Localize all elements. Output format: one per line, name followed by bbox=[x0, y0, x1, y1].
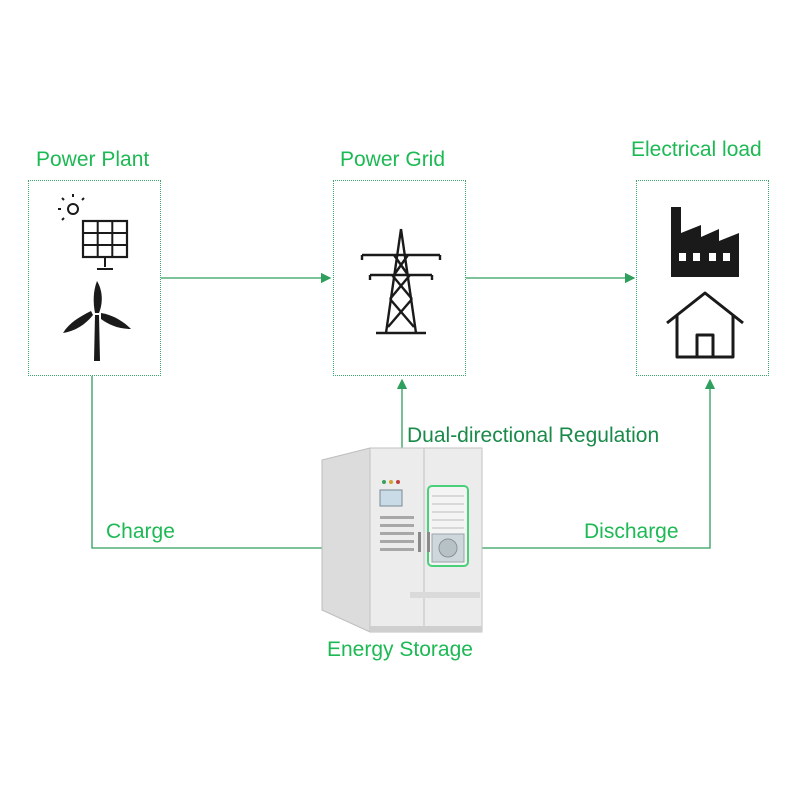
electrical-load-label: Electrical load bbox=[631, 138, 762, 161]
wind-turbine-icon bbox=[63, 281, 131, 361]
house-icon bbox=[666, 291, 744, 359]
solar-panel-icon bbox=[58, 194, 129, 270]
charge-label: Charge bbox=[106, 520, 175, 543]
power-grid-box bbox=[333, 180, 466, 376]
discharge-arrow bbox=[462, 378, 716, 549]
energy-storage-cabinet-icon bbox=[321, 447, 483, 633]
power-grid-label: Power Grid bbox=[340, 148, 446, 171]
power-plant-label: Power Plant bbox=[36, 148, 150, 171]
factory-icon bbox=[671, 207, 739, 277]
energy-storage-label: Energy Storage bbox=[327, 638, 473, 661]
regulation-label: Dual-directional Regulation bbox=[407, 424, 660, 447]
electrical-load-box bbox=[636, 180, 769, 376]
charge-line bbox=[91, 376, 330, 549]
transmission-tower-icon bbox=[360, 228, 442, 335]
power-plant-box bbox=[28, 180, 161, 376]
discharge-label: Discharge bbox=[584, 520, 679, 543]
